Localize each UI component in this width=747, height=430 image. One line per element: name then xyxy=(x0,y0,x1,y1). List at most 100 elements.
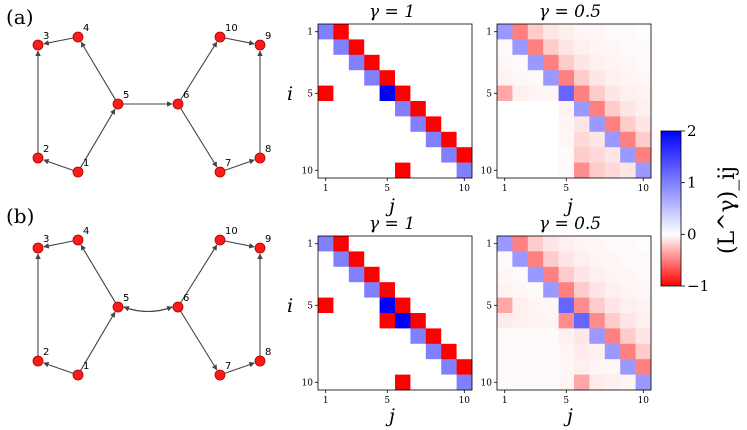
heatmap-cell xyxy=(456,70,473,86)
heatmap-cell xyxy=(425,162,442,179)
heatmap-cell xyxy=(497,251,513,268)
heatmap-cell xyxy=(604,236,621,252)
colorbar-label-text: (L^γ)_ij xyxy=(715,166,740,254)
heatmap-cell xyxy=(635,236,652,252)
graph-edge xyxy=(180,310,218,371)
heatmap-cell xyxy=(410,54,427,71)
heatmap-cell xyxy=(441,116,457,133)
heatmap-cell xyxy=(441,101,457,117)
heatmap-cell xyxy=(543,282,559,298)
heatmap-cell xyxy=(456,236,473,252)
heatmap-cell xyxy=(635,147,652,163)
heatmap-cell xyxy=(574,297,590,314)
heatmap-cell xyxy=(589,297,606,314)
heatmap-cell xyxy=(543,374,559,391)
heatmap-cell xyxy=(604,116,621,133)
heatmap-cell xyxy=(604,101,621,117)
heatmap-cell xyxy=(425,39,442,56)
heatmap-cell xyxy=(635,131,652,148)
heatmap-cell xyxy=(497,85,513,102)
matrix-title-b-right: γ = 0.5 xyxy=(539,214,601,234)
heatmap-cell xyxy=(348,328,365,345)
heatmap-cell xyxy=(497,374,513,391)
y-tick-label: 5 xyxy=(307,89,313,99)
heatmap-cell xyxy=(333,297,350,314)
heatmap-cell xyxy=(348,297,365,314)
heatmap-frame xyxy=(317,23,473,179)
heatmap-cell xyxy=(604,251,621,268)
heatmap-cell xyxy=(333,131,350,148)
heatmap-cell xyxy=(512,297,529,314)
graph-edge xyxy=(224,159,255,171)
heatmap-cell xyxy=(558,39,575,56)
heatmap-cell xyxy=(527,131,544,148)
heatmap-cell xyxy=(456,328,473,345)
heatmap-cell xyxy=(527,85,544,102)
heatmap-cell xyxy=(497,343,513,360)
heatmap-cell xyxy=(333,101,350,117)
heatmap-cell xyxy=(456,374,473,391)
heatmap-cell xyxy=(379,313,396,329)
heatmap-cell xyxy=(620,359,636,375)
graph-node xyxy=(172,301,184,313)
heatmap-cell xyxy=(379,162,396,179)
heatmap-cell xyxy=(395,374,411,391)
heatmap-cell xyxy=(318,54,334,71)
heatmap-cell xyxy=(620,24,636,40)
heatmap-cell xyxy=(527,251,544,268)
heatmap-frame xyxy=(496,23,652,179)
heatmap-cell xyxy=(512,359,529,375)
heatmap-cell xyxy=(620,282,636,298)
heatmap-cell xyxy=(333,251,350,268)
heatmap-cell xyxy=(441,359,457,375)
heatmap-cell xyxy=(574,85,590,102)
graph-edge xyxy=(80,244,116,303)
heatmap-cell xyxy=(620,162,636,179)
heatmap-cell xyxy=(620,313,636,329)
heatmap-cell xyxy=(635,374,652,391)
heatmap-cell xyxy=(410,101,427,117)
heatmap-cell xyxy=(635,39,652,56)
heatmap-cell xyxy=(512,147,529,163)
heatmap-cell xyxy=(318,359,334,375)
heatmap-cell xyxy=(333,24,350,40)
heatmap-cell xyxy=(379,297,396,314)
heatmap-cell xyxy=(333,236,350,252)
heatmap-cell xyxy=(456,343,473,360)
heatmap-cell xyxy=(333,54,350,71)
heatmap-cell xyxy=(348,374,365,391)
heatmap-cell xyxy=(604,24,621,40)
heatmap-cell xyxy=(441,131,457,148)
heatmap-cell xyxy=(604,266,621,283)
heatmap-cell xyxy=(425,374,442,391)
heatmap-cell xyxy=(635,313,652,329)
heatmap-cell xyxy=(395,328,411,345)
graph-node xyxy=(254,242,266,254)
graph-node-label: 9 xyxy=(265,31,271,42)
heatmap-cell xyxy=(512,251,529,268)
heatmap-cell xyxy=(604,54,621,71)
heatmap-cell xyxy=(527,101,544,117)
x-tick-label: 10 xyxy=(459,396,471,406)
heatmap-cell xyxy=(558,54,575,71)
graph-node xyxy=(172,98,184,110)
heatmap-cell xyxy=(527,266,544,283)
heatmap-frame xyxy=(496,235,652,391)
graph-node xyxy=(254,152,266,164)
heatmap-cell xyxy=(364,70,380,86)
graph-node-label: 10 xyxy=(225,23,238,34)
heatmap-cell xyxy=(589,39,606,56)
heatmap-cell xyxy=(512,70,529,86)
graph-edge xyxy=(80,311,116,371)
heatmap-cell xyxy=(620,297,636,314)
graph-node xyxy=(254,39,266,51)
heatmap-cell xyxy=(589,147,606,163)
heatmap-cell xyxy=(620,374,636,391)
graph-node xyxy=(214,369,226,381)
heatmap-cell xyxy=(395,266,411,283)
heatmap-cell xyxy=(348,266,365,283)
heatmap-cell xyxy=(333,359,350,375)
heatmap-cell xyxy=(441,162,457,179)
